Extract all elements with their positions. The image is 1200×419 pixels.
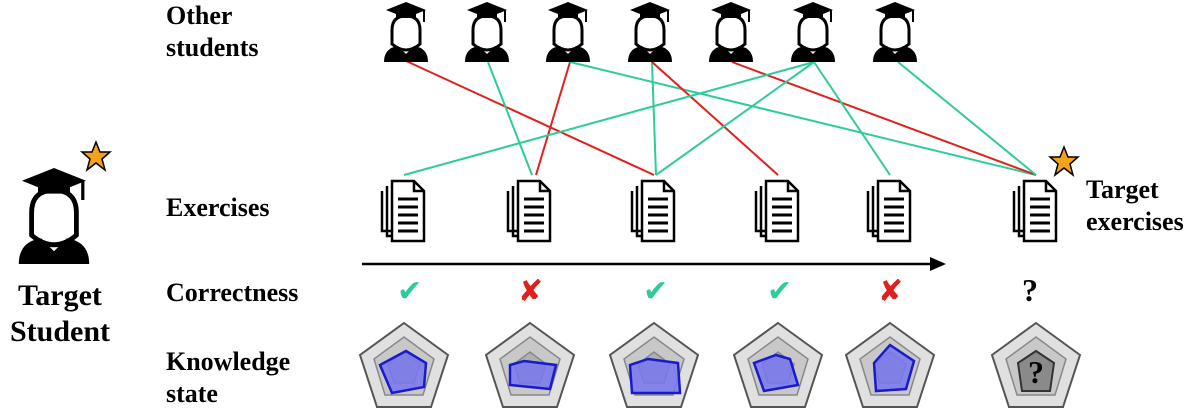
link-incorrect [535,61,571,176]
label-knowledge-line2: state [166,379,218,408]
pentagon-radar-icon: ? [991,322,1081,408]
link-correct [897,61,1037,176]
graduate-student-icon [871,0,919,64]
document-stack-icon [1012,179,1058,243]
link-correct [813,61,891,176]
link-correct [487,61,533,176]
graduate-student-icon [19,168,89,264]
label-target-student-line1: Target [18,279,102,312]
link-correct [569,61,1037,176]
graduate-student-icon [707,0,755,64]
pentagon-radar-icon [359,322,449,408]
timeline-arrow [362,257,946,271]
exercises-row [380,146,1079,243]
label-target-student: Target Student [0,278,120,350]
label-other-students: Other students [166,0,258,64]
graduate-student-icon [789,0,837,64]
graduate-student-icon [626,0,674,64]
graduate-student-icon [544,0,592,64]
label-target-exercises-line2: exercises [1086,207,1184,236]
correctness-mark-2: ✘ [518,274,544,309]
star-icon [1049,146,1079,176]
pentagon-radar-icon [609,322,699,408]
link-incorrect [731,61,1037,176]
link-incorrect [403,59,655,176]
knowledge-unknown-mark: ? [1028,354,1044,390]
link-correct [651,61,657,176]
knowledge-states: ? [359,322,1081,408]
link-correct [655,61,815,176]
label-target-exercises-line1: Target [1086,175,1159,204]
correctness-mark-4: ✔ [767,274,793,309]
star-icon [81,141,111,171]
document-stack-icon [506,179,552,243]
label-target-exercises: Target exercises [1086,174,1184,238]
link-incorrect [651,61,779,176]
label-target-student-line2: Student [9,315,111,348]
label-knowledge-line1: Knowledge [166,347,291,376]
target-student [19,141,111,264]
label-other-students-line2: students [166,33,259,62]
document-stack-icon [630,179,676,243]
document-stack-icon [380,179,426,243]
other-students [382,0,919,64]
correctness-mark-unknown: ? [1022,272,1038,308]
link-correct [403,61,815,176]
graduate-student-icon [382,0,430,64]
label-other-students-line1: Other [166,1,233,30]
document-stack-icon [754,179,800,243]
correctness-mark-1: ✔ [397,274,423,309]
pentagon-radar-icon [733,322,823,408]
correctness-mark-5: ✘ [878,274,904,309]
label-knowledge-state: Knowledge state [166,346,290,410]
correctness-mark-3: ✔ [643,274,669,309]
graduate-student-icon [463,0,511,64]
label-correctness: Correctness [166,278,299,307]
label-exercises: Exercises [166,193,270,222]
pentagon-radar-icon [485,322,575,408]
connection-lines [403,59,1037,176]
document-stack-icon [866,179,912,243]
pentagon-radar-icon [845,322,935,408]
